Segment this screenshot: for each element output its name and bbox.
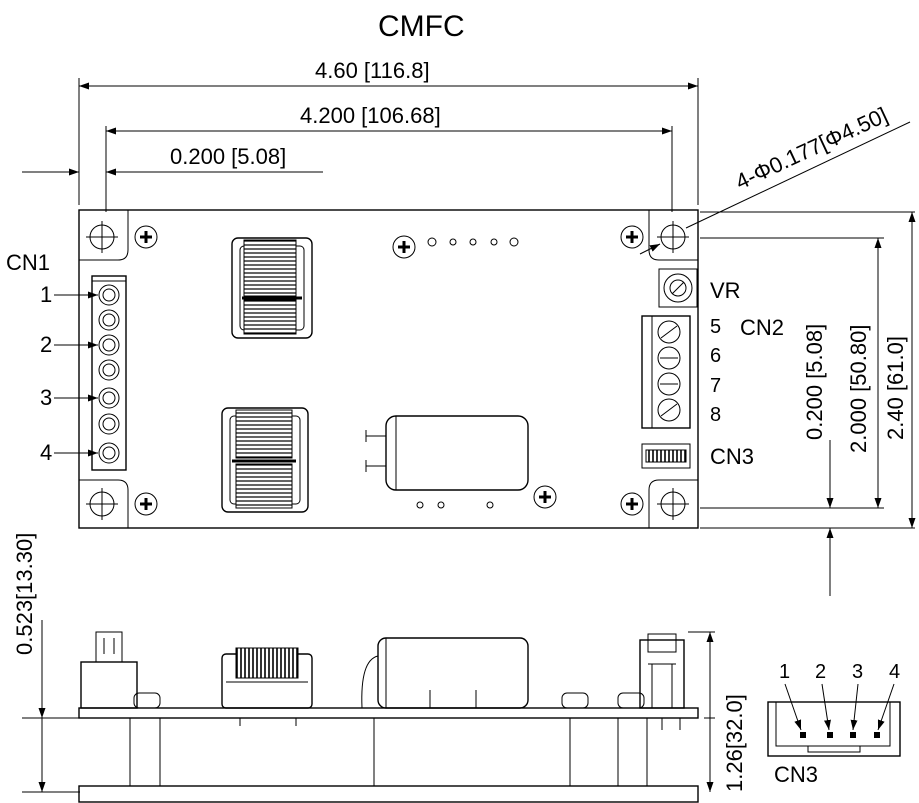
cn3-detail-pin-1: 1 bbox=[779, 661, 790, 683]
screw-icon bbox=[134, 225, 644, 516]
choke-coil-bottom bbox=[221, 407, 309, 513]
cn2-pin-7: 7 bbox=[710, 375, 721, 397]
overall-width-label: 4.60 [116.8] bbox=[315, 58, 430, 83]
vr-cn2-side bbox=[639, 633, 685, 730]
cn2-terminal-block bbox=[641, 315, 691, 429]
total-height-label: 1.26[32.0] bbox=[722, 694, 747, 792]
mounting-hole-bottom-left bbox=[86, 488, 118, 520]
hole-diameter-label: 4-Φ0.177[Φ4.50] bbox=[732, 102, 892, 194]
cn3-detail: 1 2 3 4 CN3 bbox=[767, 661, 901, 787]
cn2-pin-8: 8 bbox=[710, 404, 721, 426]
cn1-label: CN1 bbox=[6, 250, 50, 275]
cn2-label: CN2 bbox=[740, 315, 784, 340]
vr-potentiometer bbox=[658, 268, 698, 308]
cn3-detail-pin-3: 3 bbox=[852, 661, 863, 683]
cn1-pin-2: 2 bbox=[40, 332, 52, 357]
board-top-view bbox=[78, 209, 699, 529]
board-outline bbox=[78, 209, 699, 529]
right-dimensions: 2.40 [61.0] 2.000 [50.80] 0.200 [5.08] bbox=[700, 211, 916, 596]
choke-coil-side bbox=[221, 647, 313, 726]
mounting-hole-top-left bbox=[86, 221, 118, 253]
hole-spacing-height-label: 2.000 [50.80] bbox=[846, 325, 871, 453]
cn3-detail-pin-2: 2 bbox=[815, 661, 826, 683]
top-dimensions: 4.60 [116.8] 4.200 [106.68] 0.200 [5.08]… bbox=[22, 58, 911, 255]
overall-height-label: 2.40 [61.0] bbox=[883, 336, 908, 440]
cn3-detail-pin-4: 4 bbox=[889, 661, 900, 683]
side-height-label: 0.523[13.30] bbox=[12, 533, 37, 655]
mounting-hole-top-right bbox=[657, 221, 689, 253]
top-view-labels: CN1 1 2 3 4 VR 5 CN2 6 7 8 CN3 bbox=[6, 250, 784, 469]
terminal-screw-icon bbox=[98, 284, 120, 464]
right-offset-label: 0.200 [5.08] bbox=[802, 324, 827, 440]
board-side-view: 0.523[13.30] bbox=[12, 533, 747, 803]
drawing-title: CMFC bbox=[378, 10, 465, 43]
cn3-connector bbox=[641, 443, 691, 469]
cn2-pin-5: 5 bbox=[710, 316, 721, 338]
mounting-hole-bottom-right bbox=[657, 488, 689, 520]
hole-edge-offset-label: 0.200 [5.08] bbox=[170, 144, 286, 169]
terminal-screw-icon bbox=[657, 320, 681, 422]
electrolytic-capacitor bbox=[365, 415, 529, 491]
cn1-terminal-block bbox=[91, 275, 127, 471]
cn1-pin-4: 4 bbox=[40, 440, 52, 465]
cn1-pin-1: 1 bbox=[40, 282, 52, 307]
capacitor-side bbox=[361, 637, 529, 709]
cn3-detail-label: CN3 bbox=[774, 762, 818, 787]
cn3-label: CN3 bbox=[710, 444, 754, 469]
cn1-pin-3: 3 bbox=[40, 385, 52, 410]
test-points bbox=[416, 237, 519, 509]
cn2-pin-6: 6 bbox=[710, 345, 721, 367]
choke-coil-top bbox=[231, 237, 313, 339]
hole-spacing-width-label: 4.200 [106.68] bbox=[300, 103, 441, 128]
vr-label: VR bbox=[710, 278, 741, 303]
